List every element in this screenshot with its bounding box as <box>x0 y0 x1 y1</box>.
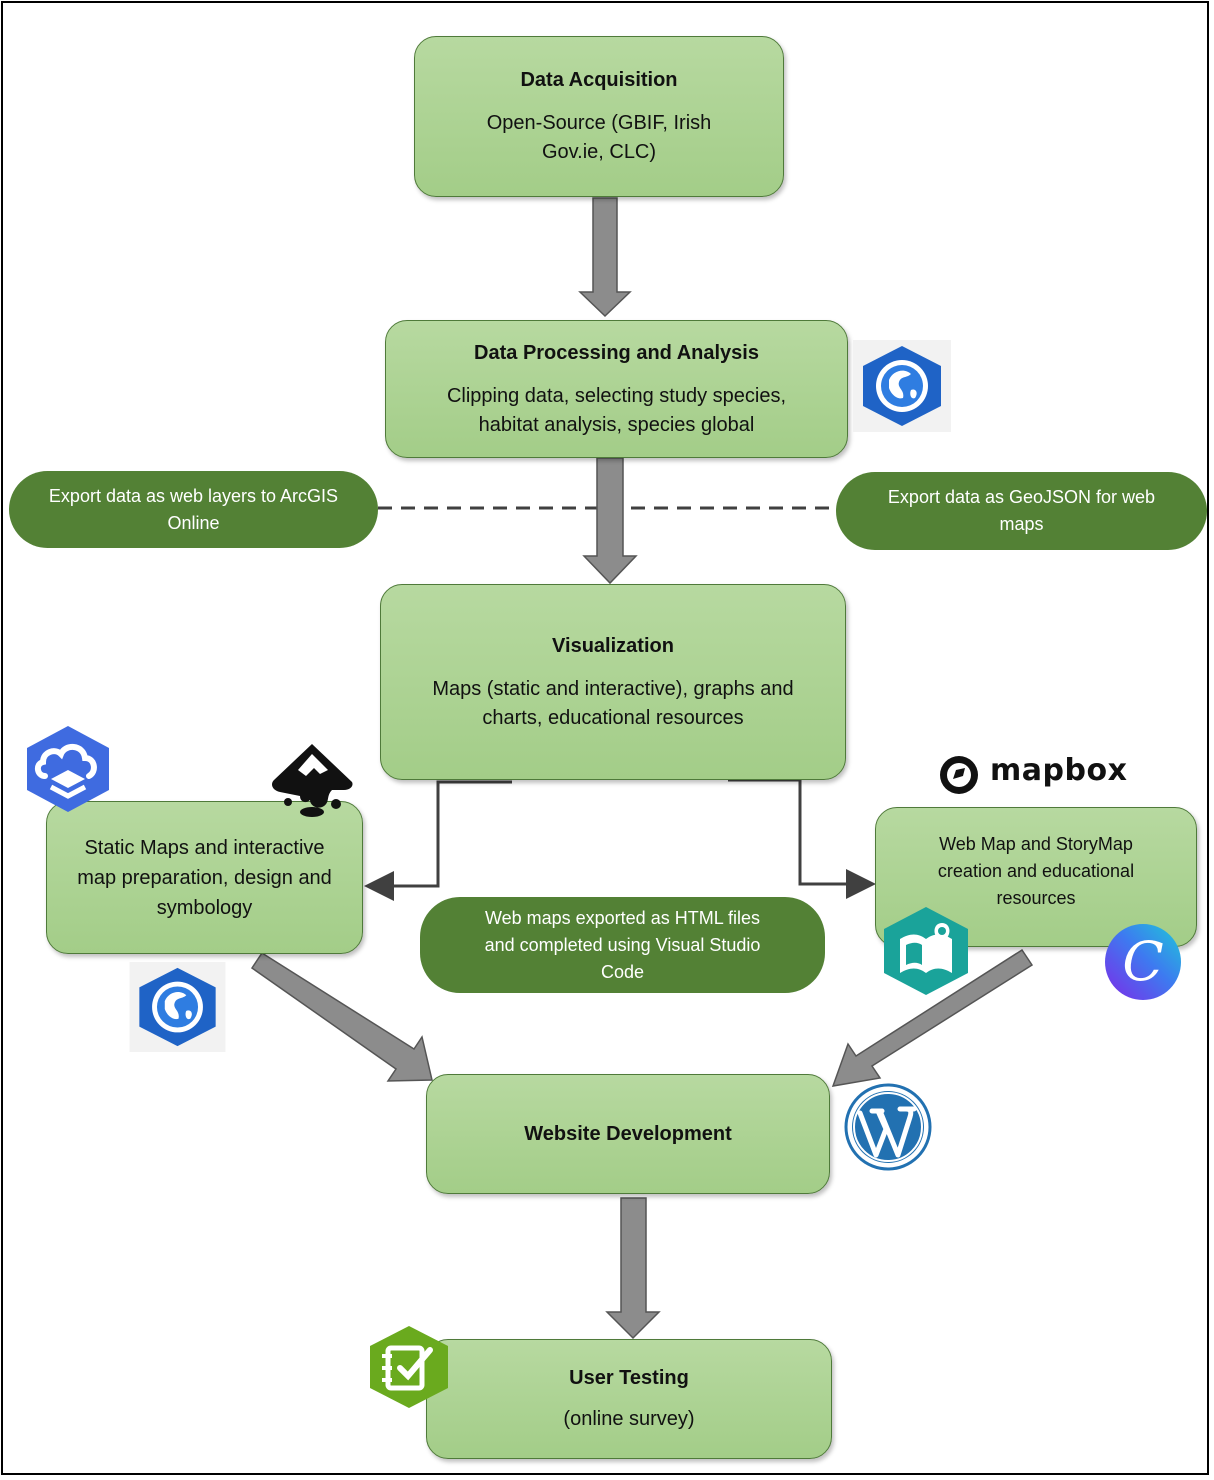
node-title: Visualization <box>552 634 674 657</box>
arrow-acquisition-to-processing <box>578 197 632 318</box>
node-body: Web Map and StoryMap creation and educat… <box>937 833 1135 908</box>
arcgis-pro-icon <box>853 340 951 432</box>
arrow-processing-to-visualization <box>582 457 638 585</box>
node-title: Website Development <box>524 1122 732 1145</box>
storymaps-icon <box>884 907 968 995</box>
arrow-website-to-testing <box>605 1197 661 1340</box>
canva-letter: C <box>1122 930 1163 993</box>
node-body: Clipping data, selecting study species, … <box>446 384 787 436</box>
node-visualization: Visualization Maps (static and interacti… <box>380 584 846 780</box>
inkscape-icon <box>272 744 353 817</box>
wordpress-icon <box>844 1083 932 1171</box>
node-title: User Testing <box>569 1367 689 1389</box>
pill-export-arcgis: Export data as web layers to ArcGIS Onli… <box>9 471 378 548</box>
mapbox-icon <box>940 756 978 794</box>
node-body: (online survey) <box>563 1408 695 1430</box>
arrow-webmap-to-website <box>831 948 1034 1087</box>
mapbox-wordmark: mapbox <box>990 753 1128 788</box>
node-body: Maps (static and interactive), graphs an… <box>432 677 794 729</box>
node-static-maps: Static Maps and interactive map preparat… <box>46 801 363 954</box>
pill-export-geojson: Export data as GeoJSON for web maps <box>836 472 1207 550</box>
connector-visualization-to-webmap <box>728 778 876 899</box>
connector-visualization-to-static <box>364 780 512 901</box>
node-data-processing: Data Processing and Analysis Clipping da… <box>385 320 848 458</box>
pill-html-export: Web maps exported as HTML files and comp… <box>420 897 825 993</box>
canva-icon: C <box>1105 924 1181 1000</box>
node-title: Data Acquisition <box>520 69 678 91</box>
node-data-acquisition: Data Acquisition Open-Source (GBIF, Iris… <box>414 36 784 197</box>
node-body: Open-Source (GBIF, Irish Gov.ie, CLC) <box>486 112 712 163</box>
survey123-icon <box>370 1326 448 1408</box>
node-title: Data Processing and Analysis <box>474 341 759 364</box>
arrow-static-to-website <box>250 951 433 1082</box>
node-website-development: Website Development <box>426 1074 830 1194</box>
node-user-testing: User Testing (online survey) <box>426 1339 832 1459</box>
arcgis-pro-icon <box>129 962 226 1052</box>
arcgis-online-icon <box>27 726 109 812</box>
node-body: Static Maps and interactive map preparat… <box>77 836 332 919</box>
